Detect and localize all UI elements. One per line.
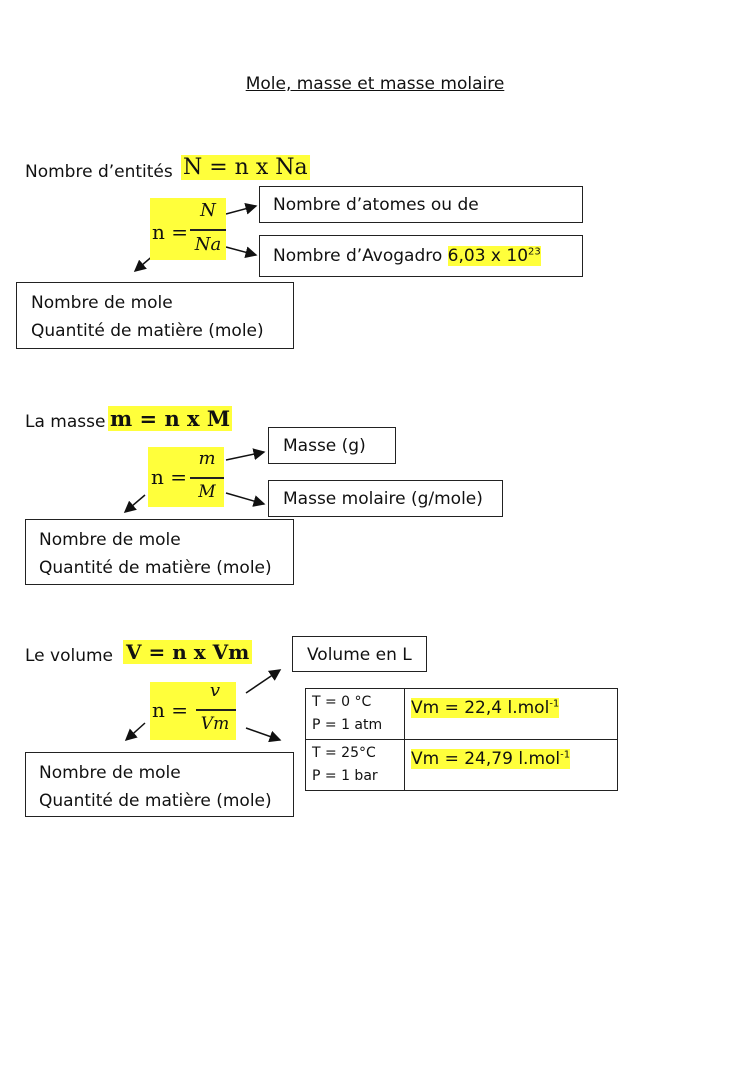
mole-line2-2: Quantité de matière (mole) (39, 558, 272, 578)
arrow-n-2 (123, 494, 146, 513)
entities-label: Nombre d’entités (25, 162, 173, 182)
avogadro-label: Nombre d’Avogadro (273, 246, 443, 266)
n-equals-2: n = (151, 465, 187, 489)
box-avogadro: Nombre d’Avogadro 6,03 x 1023 (259, 235, 583, 277)
mole-line1-2: Nombre de mole (39, 530, 181, 550)
volume-label: Le volume (25, 646, 114, 666)
arrow-denominator-3 (245, 727, 282, 743)
fraction-block-3 (150, 682, 236, 740)
volume-formula: V = n x Vm (123, 640, 253, 664)
mass-label: La masse (25, 412, 106, 432)
denominator-1: Na (194, 234, 222, 255)
entities-formula: N = n x Na (181, 155, 310, 180)
avogadro-value: 6,03 x 1023 (447, 246, 541, 266)
fraction-bar-1 (190, 229, 226, 231)
mole-line2-3: Quantité de matière (mole) (39, 791, 272, 811)
page-title: Mole, masse et masse molaire (245, 74, 505, 94)
arrow-n-3 (124, 722, 146, 742)
denominator-2: M (198, 482, 216, 502)
box-atoms: Nombre d’atomes ou de (259, 186, 583, 223)
box-atoms-text: Nombre d’atomes ou de (273, 195, 479, 215)
box-mole-1: Nombre de mole Quantité de matière (mole… (16, 282, 294, 349)
numerator-1: N (200, 200, 216, 221)
table-row: T = 25°C P = 1 bar Vm = 24,79 l.mol-1 (305, 739, 618, 791)
box-mole-3: Nombre de mole Quantité de matière (mole… (25, 752, 294, 817)
mole-line1-1: Nombre de mole (31, 293, 173, 313)
molar-volume-table: T = 0 °C P = 1 atm Vm = 22,4 l.mol-1 T =… (305, 688, 618, 791)
fraction-bar-3 (196, 709, 236, 711)
box-mole-2: Nombre de mole Quantité de matière (mole… (25, 519, 294, 585)
numerator-2: m (198, 448, 216, 469)
box-molar-mass: Masse molaire (g/mole) (268, 480, 503, 517)
arrow-numerator-2 (225, 448, 266, 461)
arrow-numerator-1 (225, 202, 258, 215)
table-cond-pressure: P = 1 bar (312, 768, 378, 784)
box-mass: Masse (g) (268, 427, 396, 464)
table-row: T = 0 °C P = 1 atm Vm = 22,4 l.mol-1 (305, 688, 618, 740)
arrow-denominator-1 (225, 246, 258, 259)
table-cond-pressure: P = 1 atm (312, 717, 383, 733)
denominator-3: Vm (200, 714, 230, 734)
fraction-bar-2 (190, 477, 224, 479)
mole-line2-1: Quantité de matière (mole) (31, 321, 264, 341)
table-cond-temp: T = 0 °C (312, 694, 372, 710)
table-vm-value: Vm = 24,79 l.mol-1 (411, 748, 571, 769)
numerator-3: v (209, 680, 221, 701)
arrow-denominator-2 (225, 492, 266, 507)
box-molar-mass-text: Masse molaire (g/mole) (283, 489, 483, 509)
box-volume: Volume en L (292, 636, 427, 672)
box-volume-text: Volume en L (307, 645, 412, 665)
n-equals-3: n = (152, 698, 188, 722)
arrow-numerator-3 (245, 669, 282, 694)
mass-formula: m = n x M (108, 406, 233, 431)
mole-line1-3: Nombre de mole (39, 763, 181, 783)
table-vm-value: Vm = 22,4 l.mol-1 (411, 697, 560, 718)
n-equals-1: n = (152, 220, 188, 244)
table-cond-temp: T = 25°C (312, 745, 376, 761)
box-mass-text: Masse (g) (283, 436, 366, 456)
